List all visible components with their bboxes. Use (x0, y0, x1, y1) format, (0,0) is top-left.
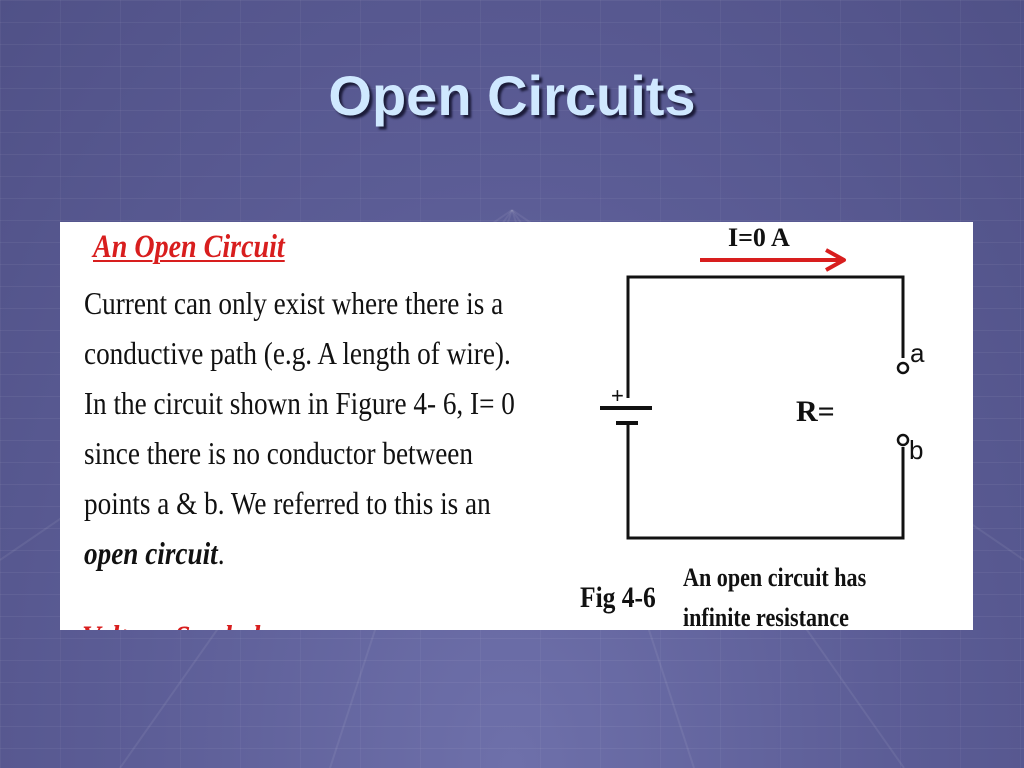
terminal-b-label: b (909, 435, 923, 465)
panel-heading: An Open Circuit (93, 229, 285, 265)
body-line: conductive path (e.g. A length of wire). (84, 335, 511, 371)
current-label: I=0 A (728, 223, 790, 252)
figure-caption: An open circuit has infinite resistance (683, 558, 866, 630)
body-line: since there is no conductor between (84, 435, 473, 471)
caption-line: An open circuit has (683, 563, 867, 592)
body-line: points a & b. We referred to this is an (84, 485, 491, 521)
circuit-diagram: I=0 A + a b R= (600, 223, 925, 540)
body-paragraph: Current can only exist where there is a … (84, 278, 594, 578)
resistance-label: R= (796, 395, 835, 428)
caption-line: infinite resistance (683, 603, 849, 630)
battery-plus-sign: + (611, 383, 624, 408)
circuit-wires (626, 275, 905, 540)
body-line-emphasis: open circuit. (84, 528, 594, 578)
terminal-a-label: a (910, 338, 925, 368)
emphasis-suffix: . (217, 535, 225, 571)
terminal-a-icon (896, 361, 910, 375)
body-line: Current can only exist where there is a (84, 285, 504, 321)
cutoff-next-heading: Voltage Symbol (82, 618, 260, 630)
figure-panel: An Open Circuit Current can only exist w… (60, 222, 973, 630)
terminal-b-icon (896, 433, 910, 447)
wire-top (626, 275, 905, 398)
body-line: In the circuit shown in Figure 4- 6, I= … (84, 385, 515, 421)
emphasis-term: open circuit (84, 535, 218, 571)
current-arrow-head-icon (825, 248, 846, 272)
wire-bottom (626, 422, 905, 540)
figure-number: Fig 4-6 (580, 581, 656, 614)
slide-title: Open Circuits (328, 64, 696, 127)
